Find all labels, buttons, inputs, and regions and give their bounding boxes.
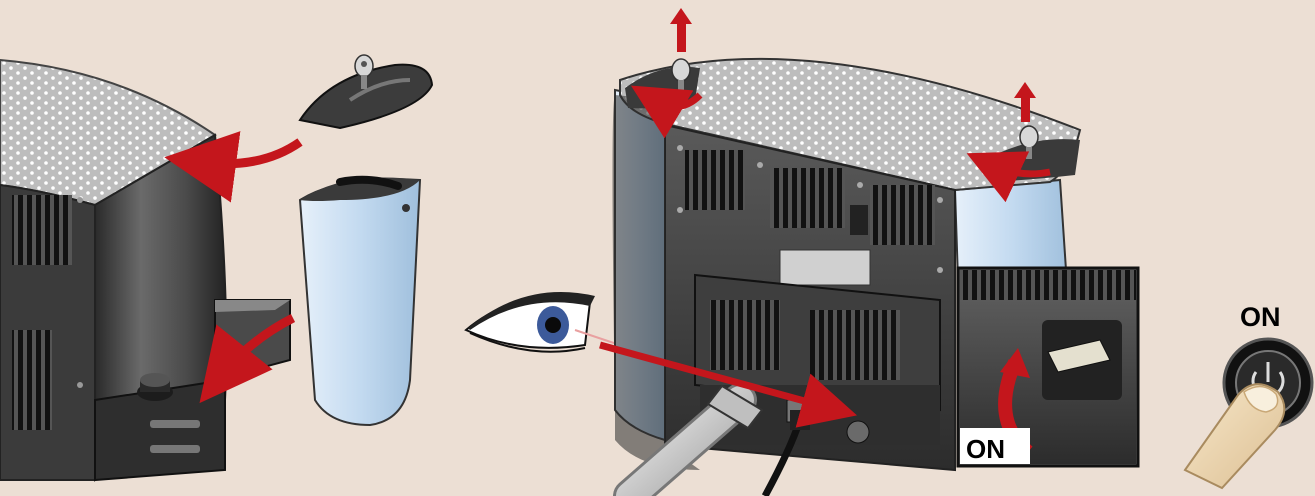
arrow-icon	[164, 131, 303, 203]
machine-left	[0, 58, 291, 482]
key-icon	[354, 54, 374, 89]
finger-icon	[1183, 383, 1286, 490]
arrow-icon	[630, 85, 703, 139]
power-plug	[790, 410, 810, 430]
switch-on-label: ON	[966, 434, 1005, 464]
arrow-icon	[966, 151, 1051, 203]
arrow-icon	[670, 8, 692, 52]
arrow-icon	[199, 313, 296, 404]
switch-inset	[956, 266, 1140, 468]
button-on-label: ON	[1240, 302, 1281, 332]
arrow-icon	[1014, 82, 1036, 122]
eye-icon	[464, 292, 595, 353]
arrow-icon	[599, 341, 858, 428]
water-tank	[298, 175, 422, 427]
tank-lid	[298, 63, 434, 130]
water-hose	[613, 383, 764, 496]
